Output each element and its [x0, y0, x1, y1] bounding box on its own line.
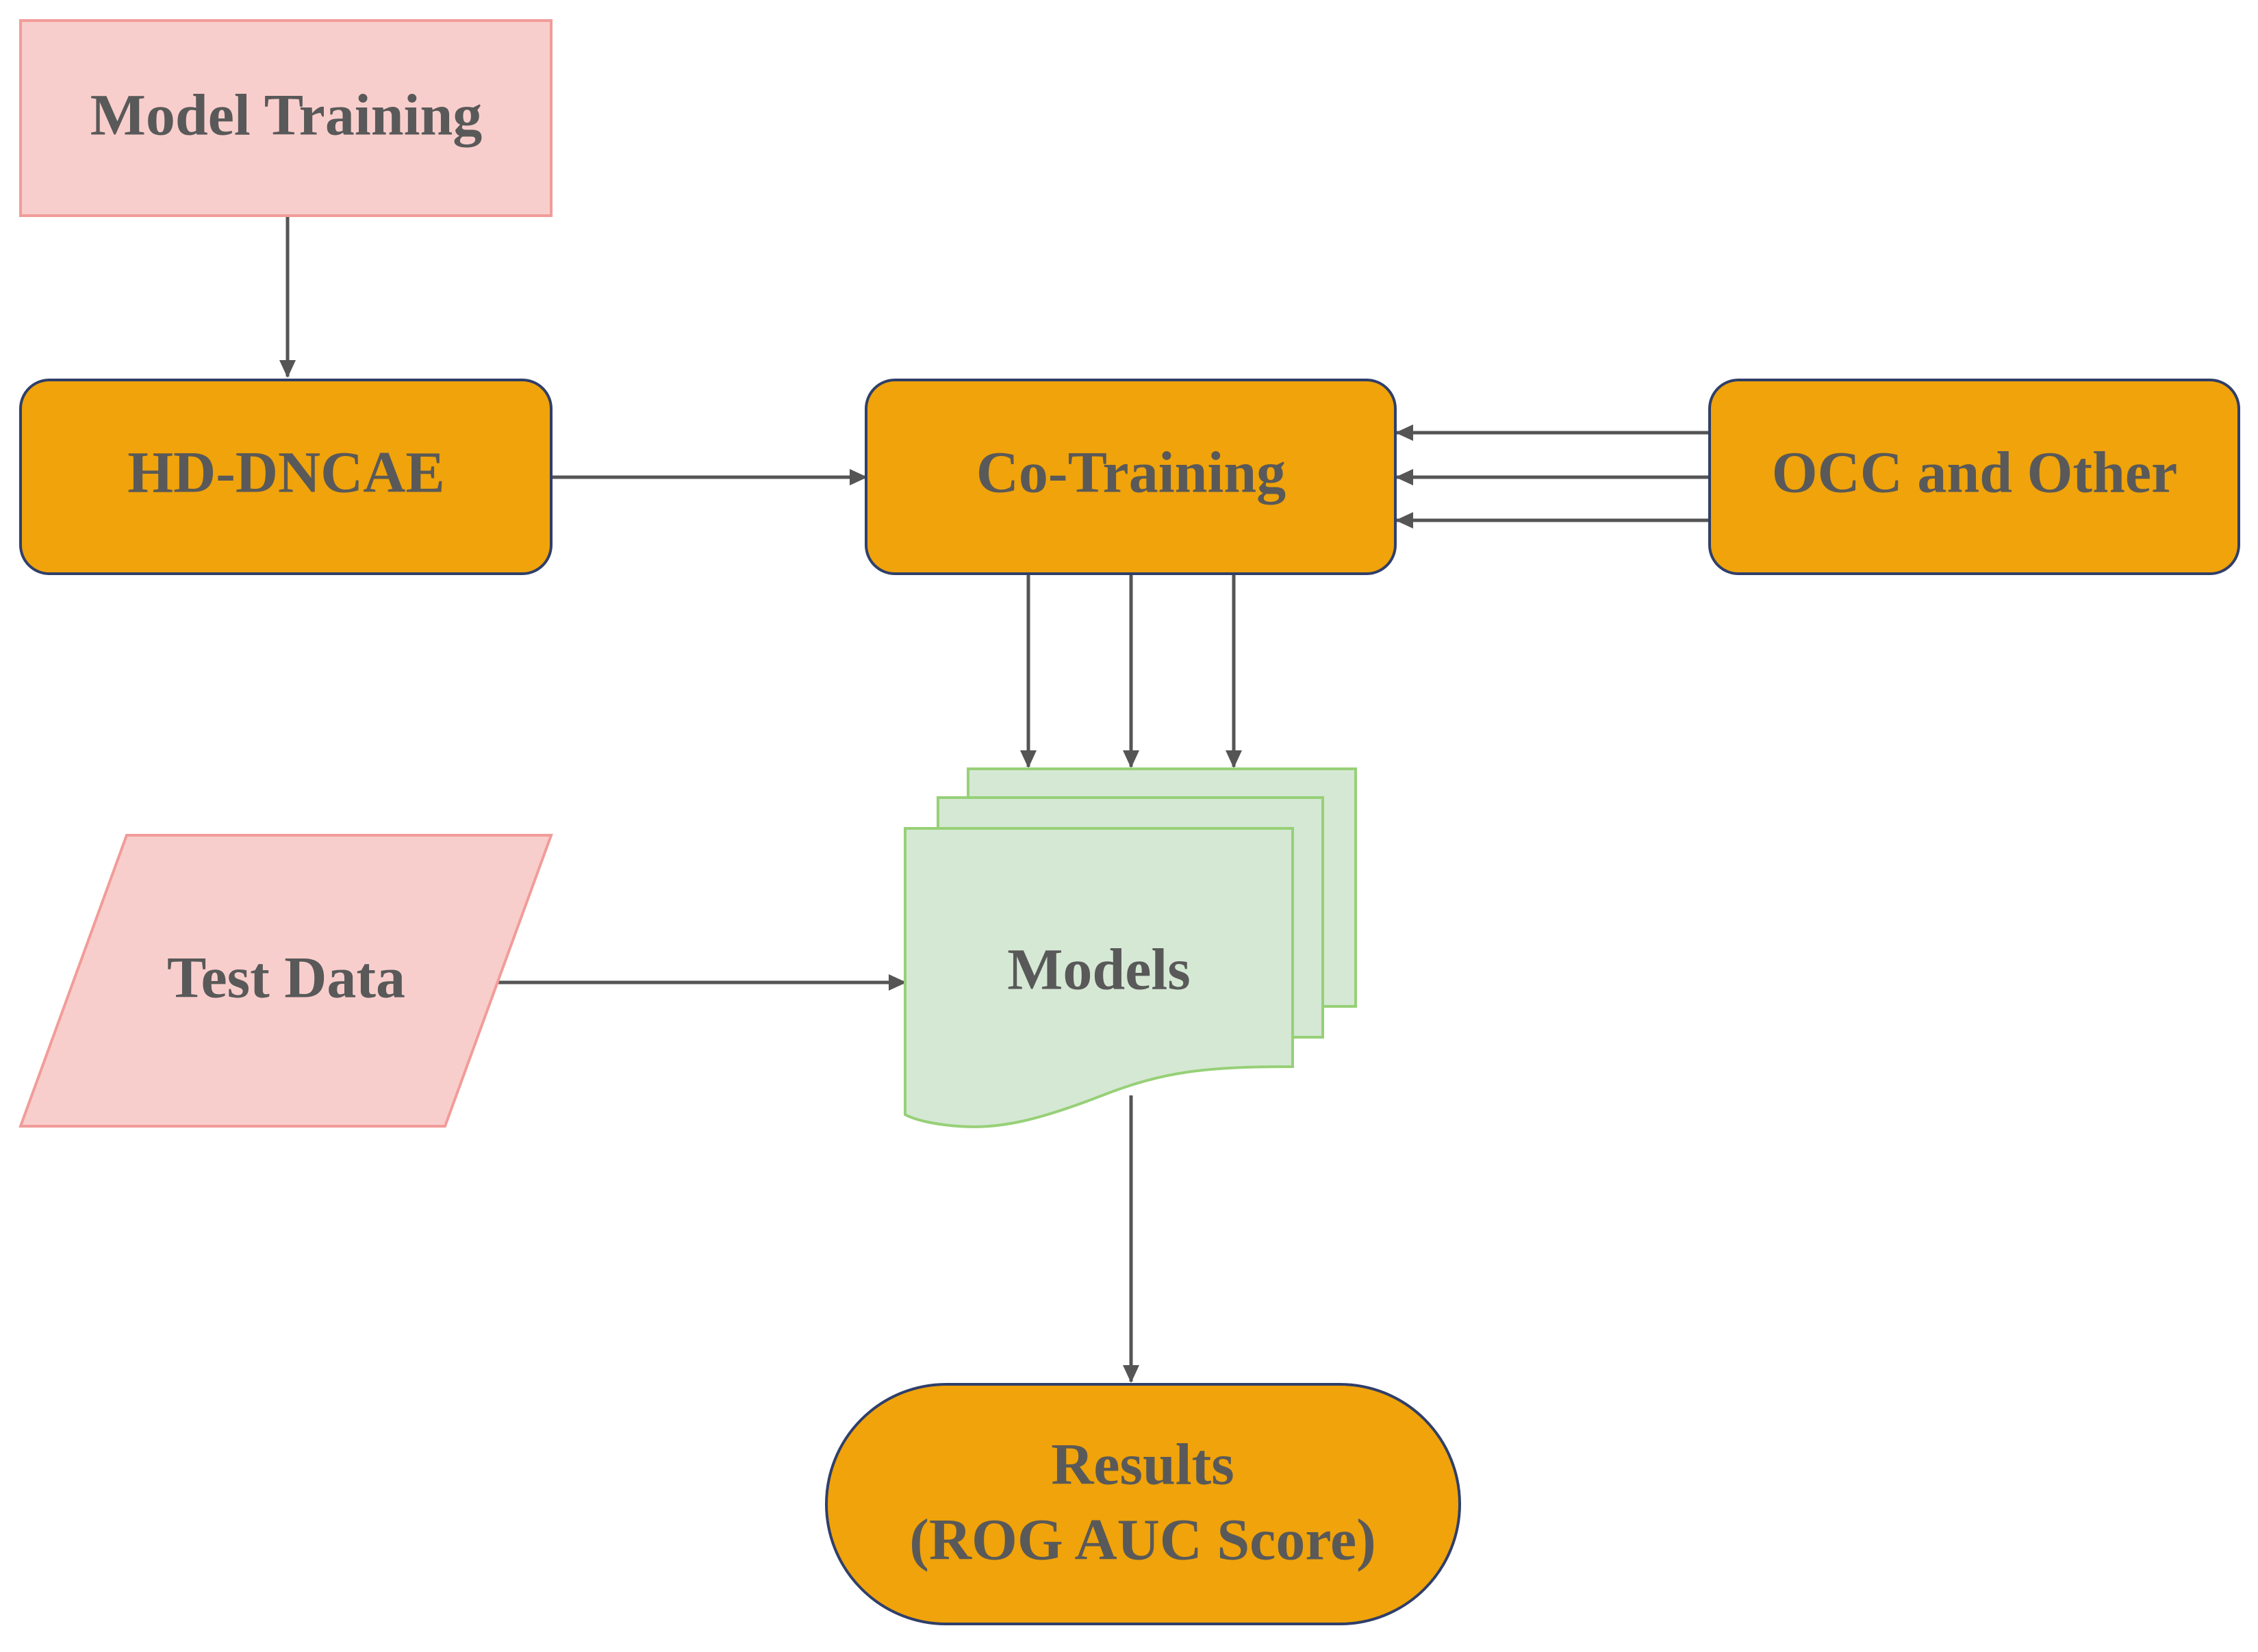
test-data-label: Test Data [167, 945, 405, 1011]
occ-and-other-label: OCC and Other [1772, 440, 2177, 505]
results-label-line2: (ROG AUC Score) [909, 1507, 1376, 1573]
models-node: Models [904, 767, 1357, 1128]
occ-and-other-node: OCC and Other [1708, 379, 2240, 575]
co-training-node: Co-Training [865, 379, 1397, 575]
results-label-line1: Results [1051, 1432, 1234, 1497]
models-document-front [904, 827, 1294, 1128]
model-training-node: Model Training [19, 19, 553, 217]
hd-dncae-label: HD-DNCAE [127, 440, 444, 505]
co-training-label: Co-Training [976, 440, 1286, 505]
connectors [279, 216, 1708, 1383]
models-label: Models [1007, 937, 1191, 1002]
results-node: Results (ROG AUC Score) [825, 1383, 1461, 1625]
test-data-node: Test Data [18, 834, 553, 1128]
hd-dncae-node: HD-DNCAE [19, 379, 553, 575]
model-training-label: Model Training [90, 82, 483, 148]
